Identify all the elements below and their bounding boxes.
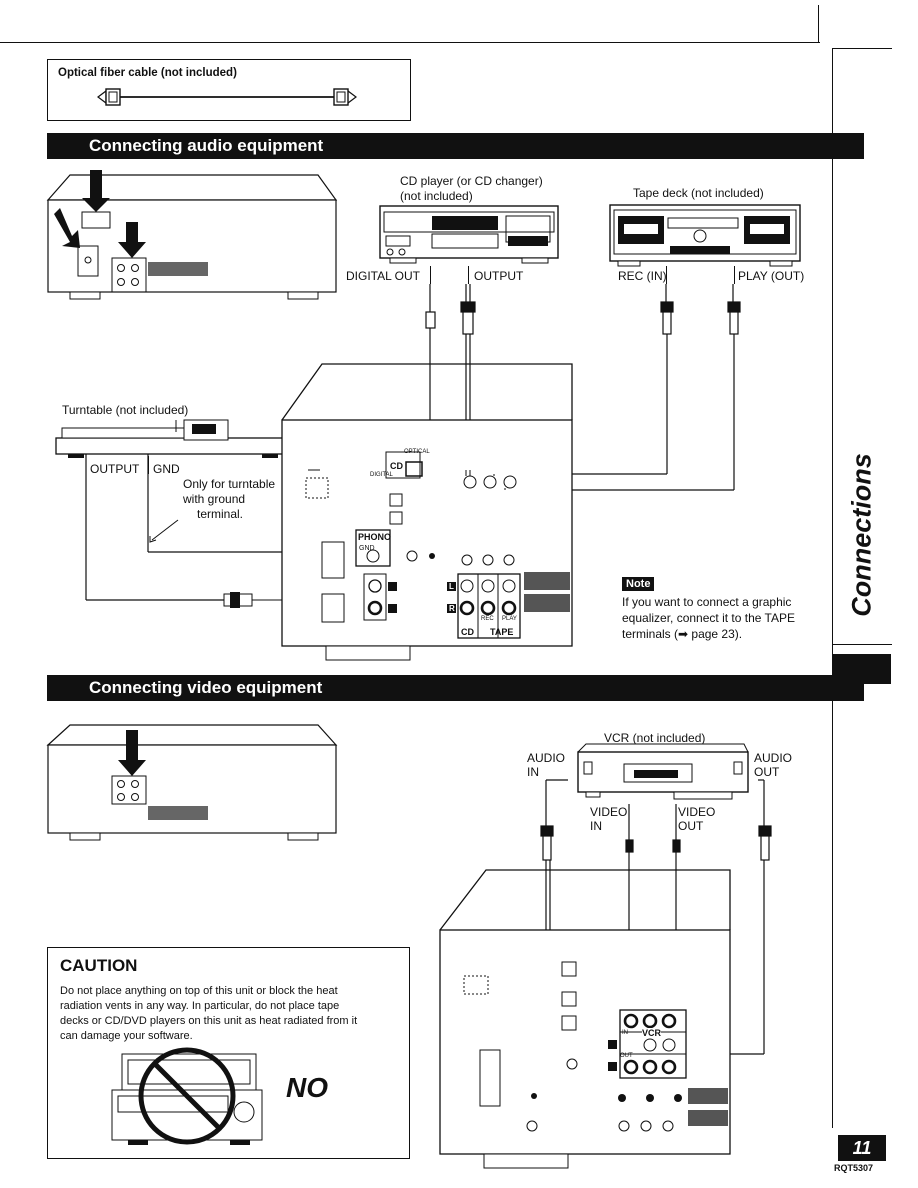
video-diagram (46, 724, 772, 1169)
caution-line-1: Do not place anything on top of this uni… (60, 985, 338, 997)
vcr-video-out-2: OUT (678, 819, 704, 833)
cd-output-label: OUTPUT (474, 269, 524, 283)
caution-box: CAUTION Do not place anything on top of … (47, 947, 410, 1159)
audio-section-header: Connecting audio equipment (47, 133, 864, 159)
panel-out-label: OUT (620, 1053, 633, 1059)
vcr-audio-out-2: OUT (754, 765, 780, 779)
panel-vcr-label: VCR (642, 1028, 662, 1038)
panel-rec-label: REC (481, 616, 494, 622)
cd-player-label-2: (not included) (400, 189, 473, 203)
no-label: NO (286, 1072, 328, 1103)
vcr-audio-out-1: AUDIO (754, 751, 793, 765)
turntable-gnd-label: GND (153, 462, 180, 476)
turntable (55, 419, 362, 608)
panel-play-label: PLAY (502, 616, 517, 622)
cd-player (379, 205, 559, 264)
vcr-audio-in-1: AUDIO (527, 751, 566, 765)
no-stack-illustration (111, 1047, 263, 1145)
vcr-video-out-1: VIDEO (678, 805, 716, 819)
caution-line-3: decks or CD/DVD players on this unit as … (60, 1015, 358, 1027)
caution-line-2: radiation vents in any way. In particula… (60, 1000, 340, 1012)
caution-line-4: can damage your software. (60, 1030, 193, 1042)
turntable-output-label: OUTPUT (90, 462, 140, 476)
gnd-divider (148, 456, 149, 474)
receiver-rear-panel (281, 363, 573, 661)
note-text-2: equalizer, connect it to the TAPE (622, 611, 795, 625)
note-text-3: terminals (➡ page 23). (622, 627, 743, 641)
top-rule (0, 42, 820, 44)
panel-l-label: L (449, 582, 454, 591)
vcr-audio-in-2: IN (527, 765, 539, 779)
video-section-header: Connecting video equipment (47, 675, 864, 701)
rec-in-label: REC (IN) (618, 269, 667, 283)
vcr (577, 743, 749, 800)
page-code: RQT5307 (834, 1163, 874, 1173)
vcr-label: VCR (not included) (604, 731, 706, 745)
note-badge: Note (622, 577, 655, 591)
output-divider (468, 266, 469, 284)
panel-digital-label: DIGITAL (370, 472, 393, 478)
digital-out-label: DIGITAL OUT (346, 269, 421, 283)
panel-phono-label: PHONO (358, 532, 392, 542)
audio-cables (410, 284, 741, 491)
panel-cd-label: CD (390, 461, 403, 471)
receiver-rear-panel-video (439, 869, 731, 1169)
fiber-cable-box: Optical fiber cable (not included) (47, 59, 411, 121)
side-tab-text: Connections (846, 453, 877, 617)
play-out-label: PLAY (OUT) (738, 269, 805, 283)
panel-r-label: R (449, 604, 455, 613)
side-tab-text-wrap: Connections (838, 440, 886, 630)
panel-in-label: IN (622, 1030, 628, 1036)
tape-deck-label: Tape deck (not included) (633, 186, 764, 200)
fiber-cable-icon (97, 88, 357, 106)
receiver-rear-sketch (46, 170, 338, 300)
rec-divider (666, 266, 667, 284)
page-number: 11 (838, 1135, 886, 1161)
receiver-rear-sketch-video (46, 724, 338, 841)
side-rule (832, 48, 834, 1128)
vcr-video-in-2: IN (590, 819, 602, 833)
audio-diagram (46, 170, 801, 661)
side-rule-mid (832, 644, 892, 646)
note-text-1: If you want to connect a graphic (622, 595, 792, 609)
caution-title: CAUTION (60, 956, 138, 975)
panel-tape-label: TAPE (490, 627, 514, 637)
turntable-note-3: terminal. (197, 507, 244, 521)
panel-optical-label: OPTICAL (404, 449, 430, 455)
side-rule-top (832, 48, 892, 50)
panel-cd-bottom-label: CD (461, 627, 474, 637)
vcr-video-in-1: VIDEO (590, 805, 628, 819)
digital-out-divider (430, 266, 431, 284)
turntable-note-1: Only for turntable (183, 477, 276, 491)
tape-deck (609, 204, 801, 267)
top-rule-tick (818, 5, 820, 43)
turntable-note-2: with ground (183, 492, 246, 506)
play-divider (734, 266, 735, 284)
panel-gnd-label: GND (359, 545, 375, 552)
turntable-label: Turntable (not included) (62, 403, 189, 417)
fiber-box-title: Optical fiber cable (not included) (58, 67, 237, 79)
cd-player-label-1: CD player (or CD changer) (400, 174, 543, 188)
